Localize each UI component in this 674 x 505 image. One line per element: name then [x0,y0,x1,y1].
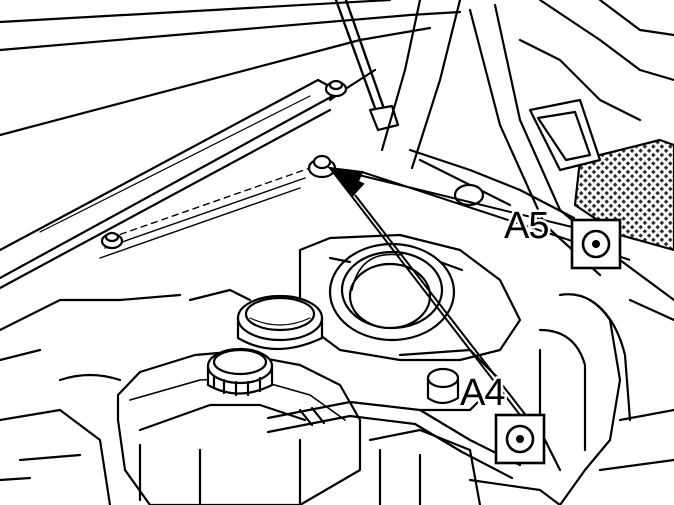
reservoir-cap-rear [236,294,324,351]
fender-bracket [538,293,674,505]
target-circle-icon [570,218,622,270]
target-circle-icon [494,413,546,465]
coolant-cap [206,347,274,397]
strut-tower [298,233,522,362]
fender-structure [380,0,674,302]
lower-left-components [0,288,252,505]
callout-a5: A5 [502,203,622,270]
lower-center-components [368,428,562,505]
callout-a4-label: A4 [460,372,505,414]
hood-seal [99,167,311,259]
cowl-grille [528,98,674,252]
coolant-tank [116,350,362,505]
callout-a5-label: A5 [504,205,548,247]
seal-bolt [100,79,348,250]
hood-strut [334,0,400,132]
bolt-a5 [307,154,337,179]
callout-a4: A4 [458,370,546,465]
bolt-a4 [398,348,502,412]
